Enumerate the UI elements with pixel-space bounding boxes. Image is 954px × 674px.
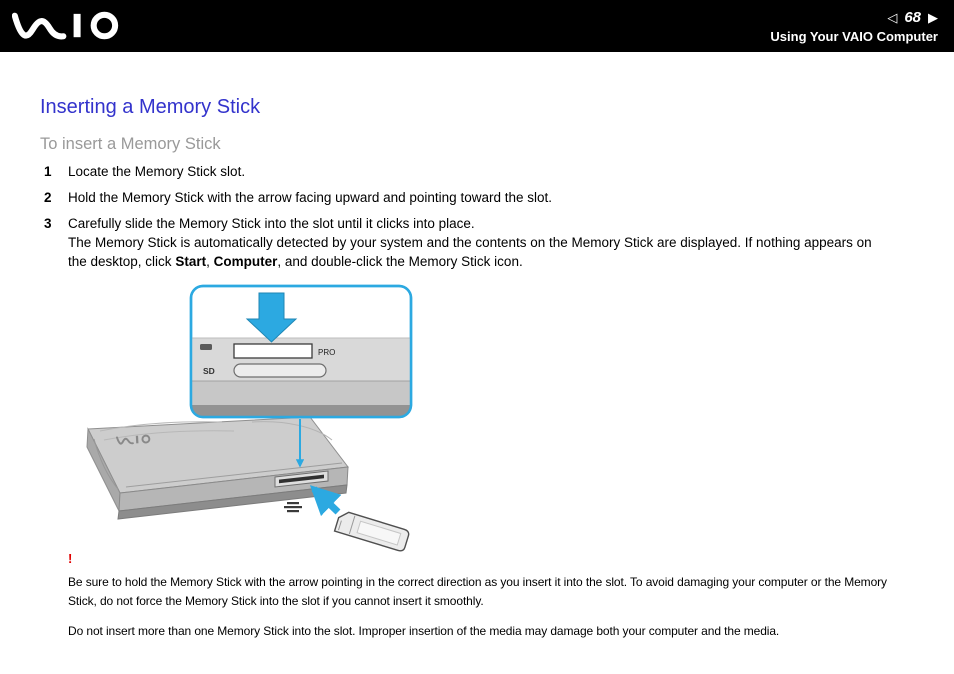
down-arrow-icon xyxy=(245,292,298,343)
note-bold-start: Start xyxy=(175,254,207,269)
step-number: 3 xyxy=(44,216,52,231)
page-navigation: ◁ 68 ▶ xyxy=(770,9,938,27)
note-bold-computer: Computer xyxy=(213,254,278,269)
pro-label: PRO xyxy=(318,348,335,357)
next-page-icon[interactable]: ▶ xyxy=(928,9,938,25)
step-item: 3 Carefully slide the Memory Stick into … xyxy=(44,214,892,271)
note-text: , and double-click the Memory Stick icon… xyxy=(277,254,523,269)
caution-section: ! Be sure to hold the Memory Stick with … xyxy=(68,551,913,641)
caution-icon: ! xyxy=(68,551,73,566)
step-text-main: Carefully slide the Memory Stick into th… xyxy=(68,216,475,231)
illustration-figure: PRO SD xyxy=(70,281,520,555)
caution-paragraph: Do not insert more than one Memory Stick… xyxy=(68,624,780,638)
step-number: 1 xyxy=(44,164,52,179)
step-text: Hold the Memory Stick with the arrow fac… xyxy=(68,190,552,205)
indicator-lamp-icon xyxy=(200,344,212,350)
insert-arrow-icon xyxy=(309,485,342,517)
vaio-logo-icon xyxy=(12,11,124,41)
step-number: 2 xyxy=(44,190,52,205)
memory-stick-illustration: PRO SD xyxy=(86,284,413,552)
memory-stick-media-icon xyxy=(284,502,302,513)
step-item: 2 Hold the Memory Stick with the arrow f… xyxy=(44,188,892,207)
sd-label: SD xyxy=(203,366,215,376)
header-right: ◁ 68 ▶ Using Your VAIO Computer xyxy=(770,9,938,44)
page-number: 68 xyxy=(904,8,921,26)
memory-stick-pro-slot xyxy=(233,343,313,359)
note-text: , xyxy=(206,254,214,269)
header-bar: ◁ 68 ▶ Using Your VAIO Computer xyxy=(0,0,954,52)
vaio-logo xyxy=(12,11,124,41)
prev-page-icon[interactable]: ◁ xyxy=(887,9,898,25)
note-text: The Memory Stick is automatically detect… xyxy=(68,235,872,269)
caution-paragraph: Be sure to hold the Memory Stick with th… xyxy=(68,575,887,608)
step-text: Locate the Memory Stick slot. xyxy=(68,164,246,179)
step-note: The Memory Stick is automatically detect… xyxy=(68,233,892,271)
subheading: To insert a Memory Stick xyxy=(40,135,221,153)
memory-stick-drawing xyxy=(333,511,410,552)
memory-stick-slot xyxy=(274,470,329,488)
slot-callout: PRO SD xyxy=(189,284,413,419)
section-title: Using Your VAIO Computer xyxy=(770,28,938,44)
step-list: 1 Locate the Memory Stick slot. 2 Hold t… xyxy=(44,162,892,278)
laptop-drawing xyxy=(86,416,349,520)
sd-card-slot xyxy=(233,363,327,378)
step-text: Carefully slide the Memory Stick into th… xyxy=(68,214,892,271)
step-item: 1 Locate the Memory Stick slot. xyxy=(44,162,892,181)
page-title: Inserting a Memory Stick xyxy=(40,96,261,118)
